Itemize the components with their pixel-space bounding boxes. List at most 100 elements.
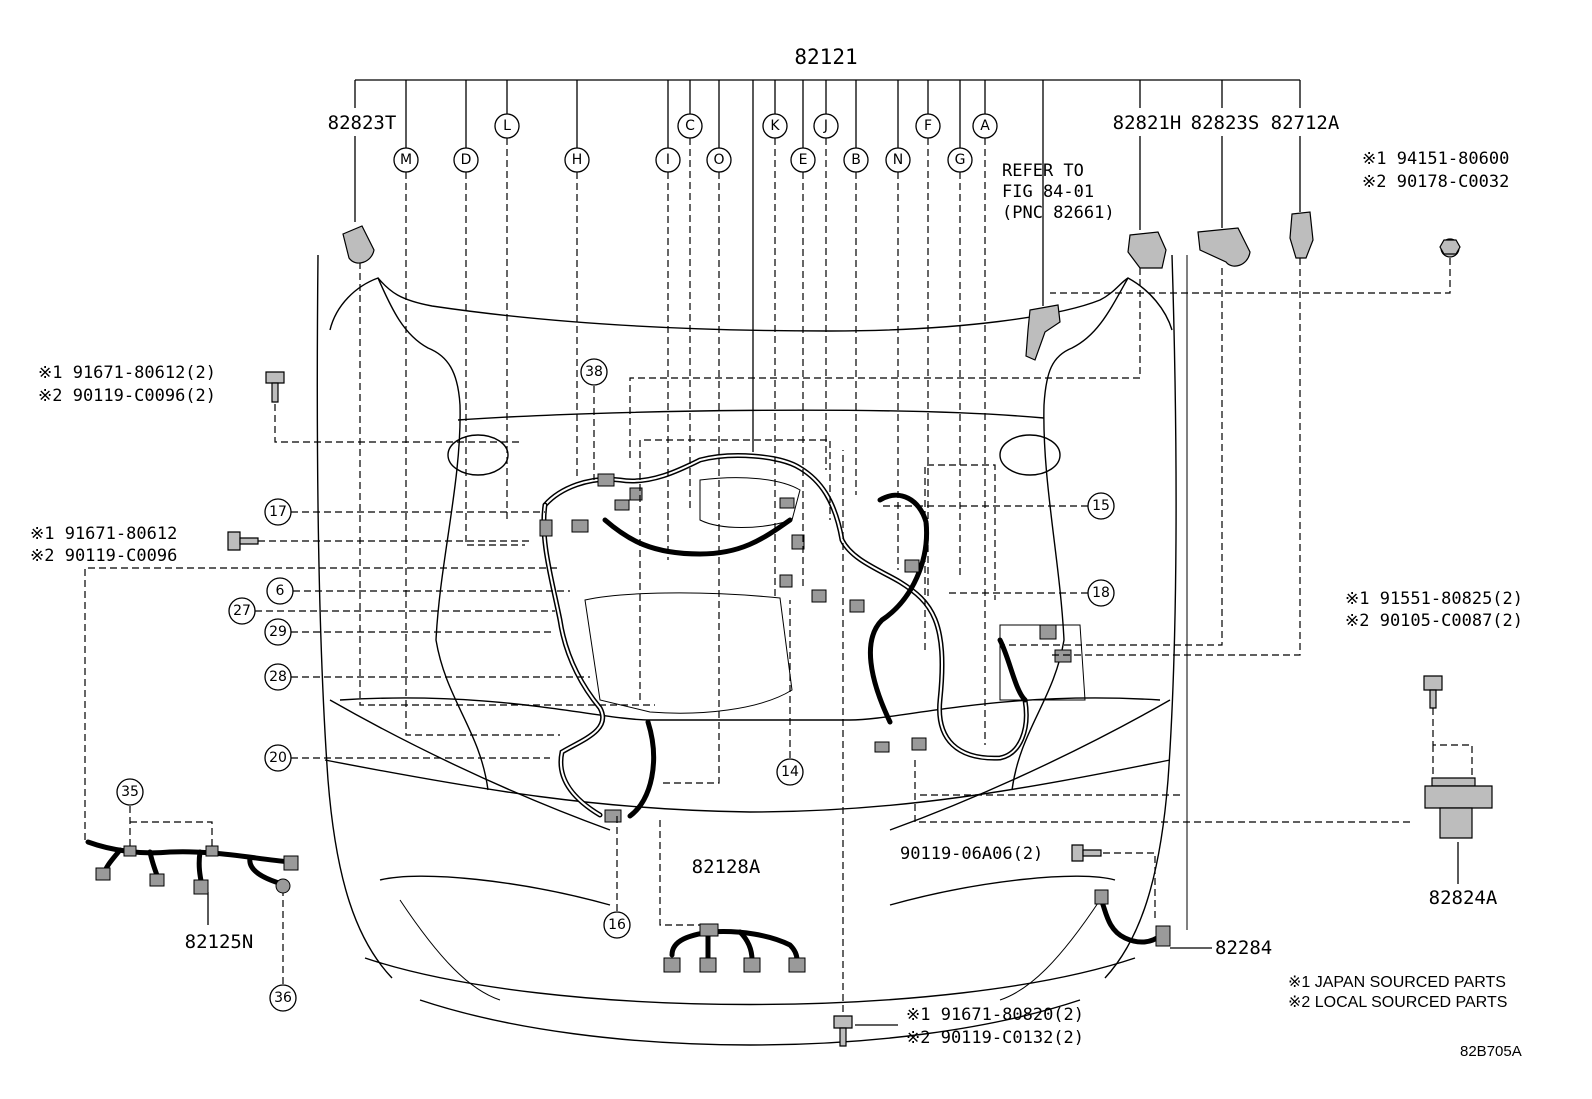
callout-letter-o[interactable]: O xyxy=(706,147,732,173)
sensor-connector xyxy=(1094,889,1109,905)
fastener-japan-part[interactable]: ※1 91671-80820(2) xyxy=(906,1005,1084,1025)
callout-number-6[interactable]: 6 xyxy=(266,577,294,605)
callout-label: 6 xyxy=(276,583,285,599)
sub-harness-clip xyxy=(205,845,219,857)
harness-connector xyxy=(779,497,795,509)
part-label-82824a[interactable]: 82824A xyxy=(1429,887,1498,909)
callout-letter-d[interactable]: D xyxy=(453,147,479,173)
callout-number-38[interactable]: 38 xyxy=(580,358,608,386)
callout-number-27[interactable]: 27 xyxy=(228,597,256,625)
bolt-head xyxy=(227,531,241,551)
fastener-local-part[interactable]: ※2 90119-C0096(2) xyxy=(38,386,216,406)
fastener-japan-part[interactable]: ※1 91551-80825(2) xyxy=(1345,589,1523,609)
legend-japan-sourced: ※1 JAPAN SOURCED PARTS xyxy=(1288,974,1506,991)
harness-connector xyxy=(911,737,927,751)
callout-letter-i[interactable]: I xyxy=(655,147,681,173)
sub-harness-connector xyxy=(149,873,165,887)
part-label-82712a[interactable]: 82712A xyxy=(1271,112,1340,134)
callout-label: 17 xyxy=(269,504,287,520)
left-strut-tower xyxy=(447,434,509,476)
callout-letter-l[interactable]: L xyxy=(494,113,520,139)
sensor-wire xyxy=(1099,899,1163,945)
part-label-82823s[interactable]: 82823S xyxy=(1191,112,1260,134)
callout-number-28[interactable]: 28 xyxy=(264,663,292,691)
callout-letter-j[interactable]: J xyxy=(813,113,839,139)
part-label-82284[interactable]: 82284 xyxy=(1215,937,1272,959)
part-label-82823t[interactable]: 82823T xyxy=(328,112,397,134)
callout-letter-g[interactable]: G xyxy=(947,147,973,173)
callout-circle xyxy=(264,663,292,691)
fastener-label-left-upper: ※1 91671-80612(2) ※2 90119-C0096(2) xyxy=(38,363,216,406)
right-strut-tower xyxy=(999,434,1061,476)
bolt-head xyxy=(1423,675,1443,691)
leader-d xyxy=(465,172,525,546)
fastener-japan-part[interactable]: ※1 91671-80612(2) xyxy=(38,363,216,383)
sub-harness-grommet xyxy=(275,878,291,894)
main-part-number[interactable]: 82121 xyxy=(794,45,857,69)
part-refer-bracket xyxy=(1025,304,1061,361)
callout-letter-h[interactable]: H xyxy=(564,147,590,173)
callout-letter-e[interactable]: E xyxy=(790,147,816,173)
callout-label: B xyxy=(851,152,861,168)
callout-letter-m[interactable]: M xyxy=(393,147,419,173)
callout-letter-n[interactable]: N xyxy=(885,147,911,173)
bumper-upper xyxy=(324,759,1171,813)
sub-harness-branch xyxy=(705,929,755,963)
callout-label: 14 xyxy=(781,764,799,780)
fastener-local-part[interactable]: ※2 90105-C0087(2) xyxy=(1345,611,1523,631)
fastener-japan-part[interactable]: ※1 94151-80600 xyxy=(1362,149,1509,169)
fastener-japan-part[interactable]: ※1 91671-80612 xyxy=(30,524,177,544)
callout-letter-a[interactable]: A xyxy=(972,113,998,139)
callout-letter-b[interactable]: B xyxy=(843,147,869,173)
harness-connector xyxy=(811,589,827,603)
legend-local-sourced: ※2 LOCAL SOURCED PARTS xyxy=(1288,994,1507,1011)
fastener-label-right-middle: ※1 91551-80825(2) ※2 90105-C0087(2) xyxy=(1345,589,1523,631)
leader-82128a xyxy=(659,820,700,926)
fog-right xyxy=(999,899,1101,1001)
callout-number-16[interactable]: 16 xyxy=(603,911,631,939)
part-82128a-harness xyxy=(663,923,806,973)
harness-connector xyxy=(1039,624,1057,640)
callout-label: C xyxy=(685,118,695,134)
callout-number-35[interactable]: 35 xyxy=(116,778,144,806)
fastener-local-part[interactable]: ※2 90178-C0032 xyxy=(1362,172,1509,192)
harness-left-branch-highlight xyxy=(542,504,604,816)
callout-letter-f[interactable]: F xyxy=(915,113,941,139)
connector-top-pins xyxy=(1431,777,1476,787)
left-upper-bolt xyxy=(265,371,285,403)
callout-number-18[interactable]: 18 xyxy=(1087,579,1115,607)
harness-connector xyxy=(791,534,805,550)
part-82823s-cover xyxy=(1197,227,1251,267)
part-label-82821h[interactable]: 82821H xyxy=(1113,112,1182,134)
bolt-shaft xyxy=(239,537,259,545)
leader-harness-box xyxy=(639,439,831,700)
leader-82824a xyxy=(914,760,1410,823)
part-label-82128a[interactable]: 82128A xyxy=(692,856,761,878)
sensor-connector xyxy=(1155,925,1171,947)
part-label-82125n[interactable]: 82125N xyxy=(185,931,254,953)
fastener-local-part[interactable]: ※2 90119-C0096 xyxy=(30,546,177,566)
sub-harness-connector xyxy=(283,855,299,871)
refer-note-line-2[interactable]: FIG 84-01 xyxy=(1002,182,1094,202)
harness-connector xyxy=(1054,649,1072,663)
inner-left-fender xyxy=(377,277,489,791)
callout-number-36[interactable]: 36 xyxy=(269,984,297,1012)
bolt-head xyxy=(1071,844,1084,862)
bolt-part-label[interactable]: 90119-06A06(2) xyxy=(900,844,1043,864)
callout-letter-c[interactable]: C xyxy=(677,113,703,139)
callout-label: 35 xyxy=(121,784,139,800)
callout-number-14[interactable]: 14 xyxy=(776,758,804,786)
fastener-label-top-right: ※1 94151-80600 ※2 90178-C0032 xyxy=(1362,149,1509,192)
callout-circle xyxy=(228,597,256,625)
callout-circle xyxy=(266,577,294,605)
fastener-local-part[interactable]: ※2 90119-C0132(2) xyxy=(906,1028,1084,1048)
callout-number-29[interactable]: 29 xyxy=(264,618,292,646)
callout-label: 29 xyxy=(269,624,287,640)
callout-number-20[interactable]: 20 xyxy=(264,744,292,772)
callout-number-17[interactable]: 17 xyxy=(264,498,292,526)
sub-harness-connector xyxy=(95,867,111,881)
callout-number-15[interactable]: 15 xyxy=(1087,492,1115,520)
callout-letter-k[interactable]: K xyxy=(762,113,788,139)
leader-left-upper-fastener xyxy=(274,404,520,443)
